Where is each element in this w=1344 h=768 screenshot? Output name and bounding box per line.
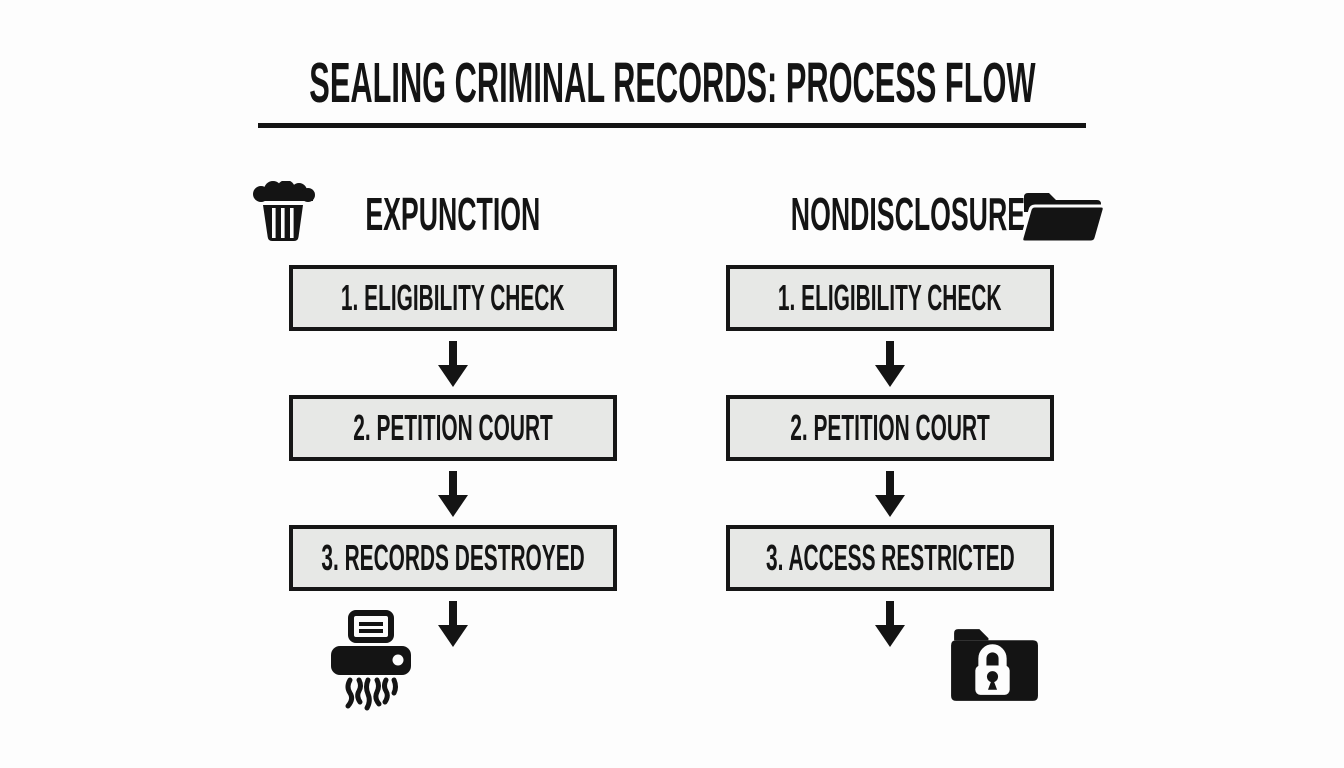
flow-step-box: 2. PETITION COURT — [726, 395, 1054, 461]
locked-folder-icon — [951, 629, 1038, 701]
flow-step-box: 3. ACCESS RESTRICTED — [726, 525, 1054, 591]
column-header-nondisclosure: NONDISCLOSURE — [790, 188, 1026, 240]
down-arrow-icon — [875, 471, 905, 517]
flow-step-box: 3. RECORDS DESTROYED — [289, 525, 617, 591]
flow-step-box: 1. ELIGIBILITY CHECK — [726, 265, 1054, 331]
down-arrow-icon — [438, 341, 468, 387]
page-title: SEALING CRIMINAL RECORDS: PROCESS FLOW — [309, 51, 1036, 115]
paper-shredder-icon — [331, 610, 411, 711]
column-header-expunction: EXPUNCTION — [365, 188, 541, 240]
down-arrow-icon — [438, 601, 468, 647]
title-underline — [258, 123, 1086, 128]
down-arrow-icon — [875, 341, 905, 387]
down-arrow-icon — [875, 601, 905, 647]
open-folder-icon — [1020, 193, 1106, 244]
flow-step-box: 1. ELIGIBILITY CHECK — [289, 265, 617, 331]
flow-step-box: 2. PETITION COURT — [289, 395, 617, 461]
paper-wastebasket-icon — [253, 181, 315, 241]
down-arrow-icon — [438, 471, 468, 517]
